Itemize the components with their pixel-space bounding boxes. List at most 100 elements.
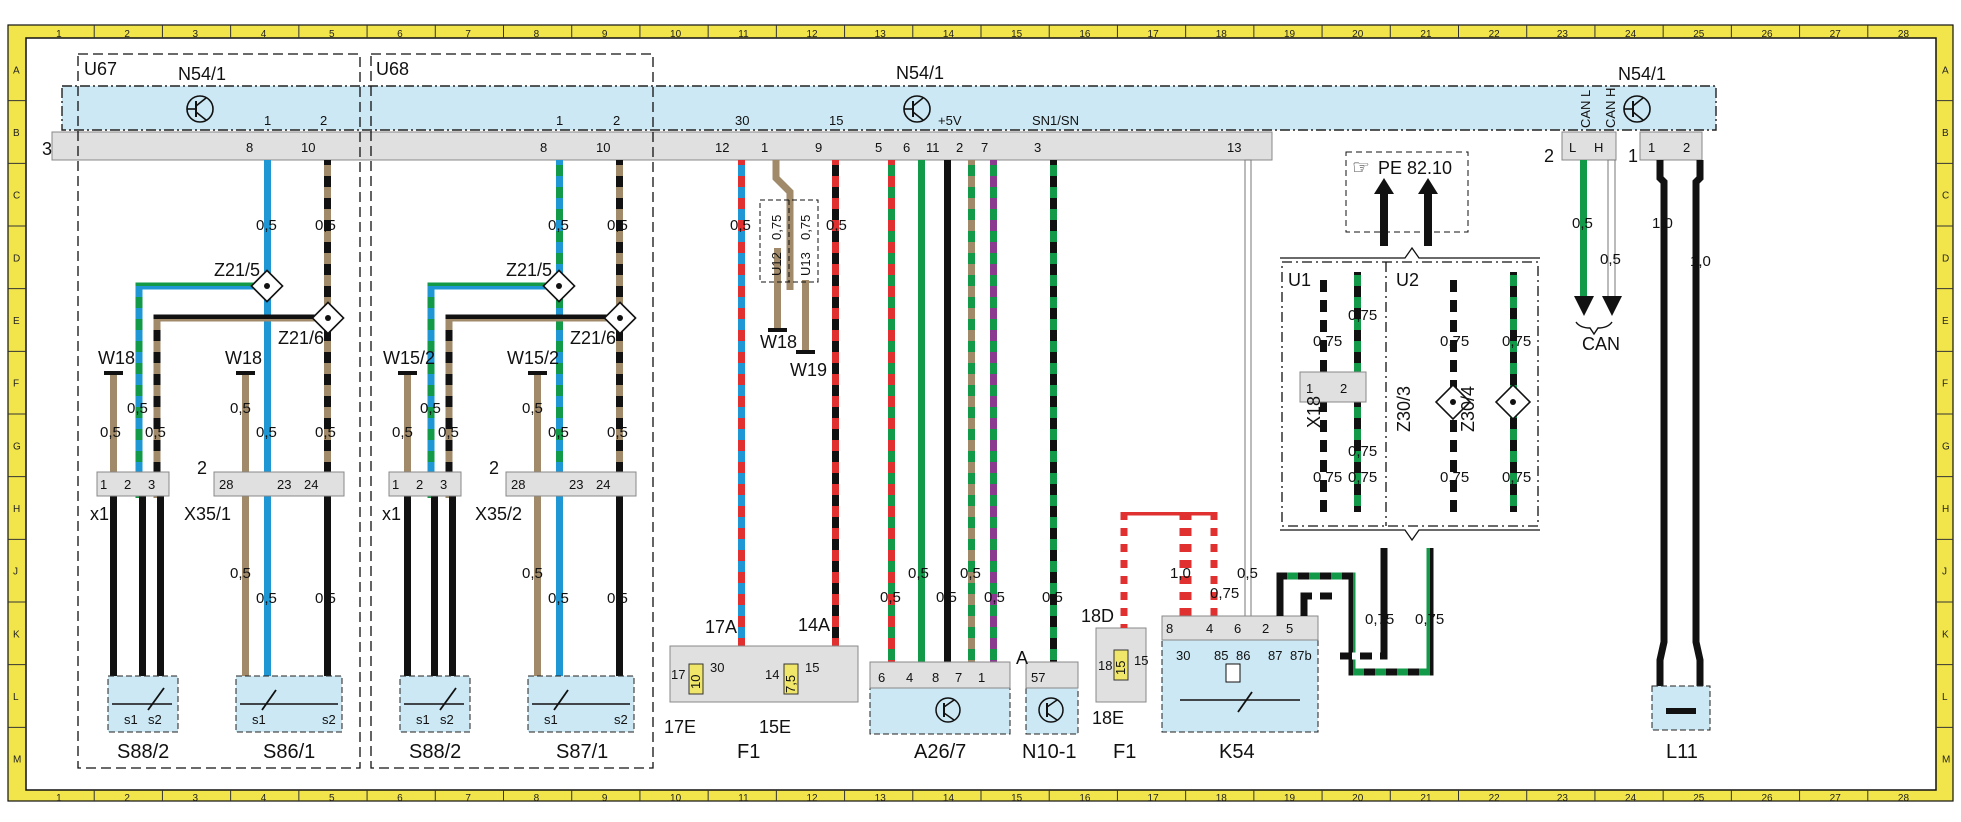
column-label: 28 (1898, 793, 1910, 804)
wire-size: 0,5 (145, 424, 166, 441)
switch-pin: s1 (544, 712, 558, 727)
relay-label: K54 (1219, 741, 1255, 763)
relay-pin: 85 (1214, 648, 1228, 663)
can-label: CAN H (1603, 88, 1618, 128)
group-u67: U67 Z21/5 Z21/6 W18 W18 1 2 3 28 23 24 2… (77, 53, 361, 769)
column-label: 23 (1557, 793, 1569, 804)
splice-label: Z21/6 (278, 328, 324, 348)
fuse-value: 10 (688, 675, 703, 689)
switch-pin: s2 (614, 712, 628, 727)
pin-label: 1 (100, 477, 107, 492)
column-label: 6 (397, 29, 403, 40)
fuse-term: 15E (759, 717, 791, 737)
pin-label: 2 (124, 477, 131, 492)
column-label: 14 (943, 29, 955, 40)
wire-size: 0,75 (1348, 469, 1377, 486)
pin-label: 10 (301, 140, 315, 155)
pin-label: 23 (569, 477, 583, 492)
wire-size: 0,5 (392, 424, 413, 441)
connector-number: 2 (197, 458, 207, 478)
fuse-term: 17E (664, 717, 696, 737)
column-label: 22 (1489, 29, 1501, 40)
fuse-term: 17A (705, 617, 737, 637)
reference-label: PE 82.10 (1378, 158, 1452, 178)
column-label: 10 (670, 793, 682, 804)
pin-label: 23 (277, 477, 291, 492)
wire-size: 0,5 (960, 565, 981, 582)
transistor-icon (903, 95, 931, 123)
u-label: U13 (798, 252, 813, 276)
wire-size: 0,5 (607, 217, 628, 234)
pin-label: 1 (761, 140, 768, 155)
can-label: CAN L (1578, 90, 1593, 128)
column-label: 4 (261, 793, 267, 804)
fuse-value: 15 (1113, 661, 1128, 675)
pin-label: 12 (715, 140, 729, 155)
relay-pin: 87 (1268, 648, 1282, 663)
center-section: 0,75 0,75 U12 U13 W18 W19 10 7,5 17 30 1… (664, 159, 1444, 763)
row-label: F (1942, 379, 1948, 390)
pin-label: 4 (906, 670, 913, 685)
l11-connector (1639, 131, 1703, 161)
pin-label: 28 (511, 477, 525, 492)
hand-pointing-icon: ☞ (1352, 157, 1370, 179)
column-label: 2 (124, 793, 130, 804)
switch-label: S86/1 (263, 741, 315, 763)
pin-label: 7 (981, 140, 988, 155)
wire-size: 0,5 (256, 217, 277, 234)
column-label: 16 (1079, 29, 1091, 40)
transistor-icon (935, 697, 961, 723)
signal-label: 2 (613, 113, 620, 128)
connector-label: X35/1 (184, 504, 231, 524)
wire-size: 0,75 (1440, 469, 1469, 486)
row-label: H (13, 504, 20, 515)
wire-size: 0,5 (315, 590, 336, 607)
column-label: 9 (602, 29, 608, 40)
wire-size: 0,75 (1502, 469, 1531, 486)
signal-label: +5V (938, 113, 962, 128)
can-bus-label: CAN (1582, 334, 1620, 354)
fuse-term: 18 (1098, 658, 1112, 673)
column-label: 27 (1830, 793, 1842, 804)
module-label: N10-1 (1022, 741, 1076, 763)
column-label: 9 (602, 793, 608, 804)
row-label: C (1942, 191, 1949, 202)
column-label: 24 (1625, 793, 1637, 804)
wire-size: 0,5 (607, 424, 628, 441)
pin-label: 8 (1166, 621, 1173, 636)
can-connector-number: 2 (1544, 146, 1554, 166)
pin-label: 1 (392, 477, 399, 492)
row-label: A (13, 65, 20, 76)
column-label: 19 (1284, 793, 1296, 804)
row-label: B (1942, 128, 1949, 139)
wire-size: 0,5 (522, 565, 543, 582)
pin-label: 24 (304, 477, 318, 492)
wire-size: 0,5 (826, 217, 847, 234)
row-label: L (1942, 692, 1948, 703)
wire-size: 0,5 (607, 590, 628, 607)
right-section: ☞ PE 82.10 U1 U2 1 2 X18 Z30/3 Z30/4 0,7… (1280, 151, 1711, 763)
column-label: 18 (1216, 793, 1228, 804)
column-label: 20 (1352, 29, 1364, 40)
pin-label: 10 (596, 140, 610, 155)
switch-pin: s2 (440, 712, 454, 727)
column-label: 8 (534, 793, 540, 804)
column-label: 12 (806, 29, 818, 40)
pin-label: 3 (148, 477, 155, 492)
pin-label: H (1594, 140, 1603, 155)
row-label: A (1942, 65, 1949, 76)
wire-size: 0,75 (1365, 611, 1394, 628)
column-label: 20 (1352, 793, 1364, 804)
wire-size: 0,75 (1313, 469, 1342, 486)
column-label: 28 (1898, 29, 1910, 40)
connector-number: 3 (42, 139, 52, 159)
connector-label: x1 (90, 504, 109, 524)
column-label: 26 (1761, 29, 1773, 40)
pin-label: 6 (1234, 621, 1241, 636)
switch-label: S88/2 (117, 741, 169, 763)
column-label: 5 (329, 793, 335, 804)
column-label: 5 (329, 29, 335, 40)
wire-size: 0,5 (1600, 251, 1621, 268)
pin-label: 1 (978, 670, 985, 685)
